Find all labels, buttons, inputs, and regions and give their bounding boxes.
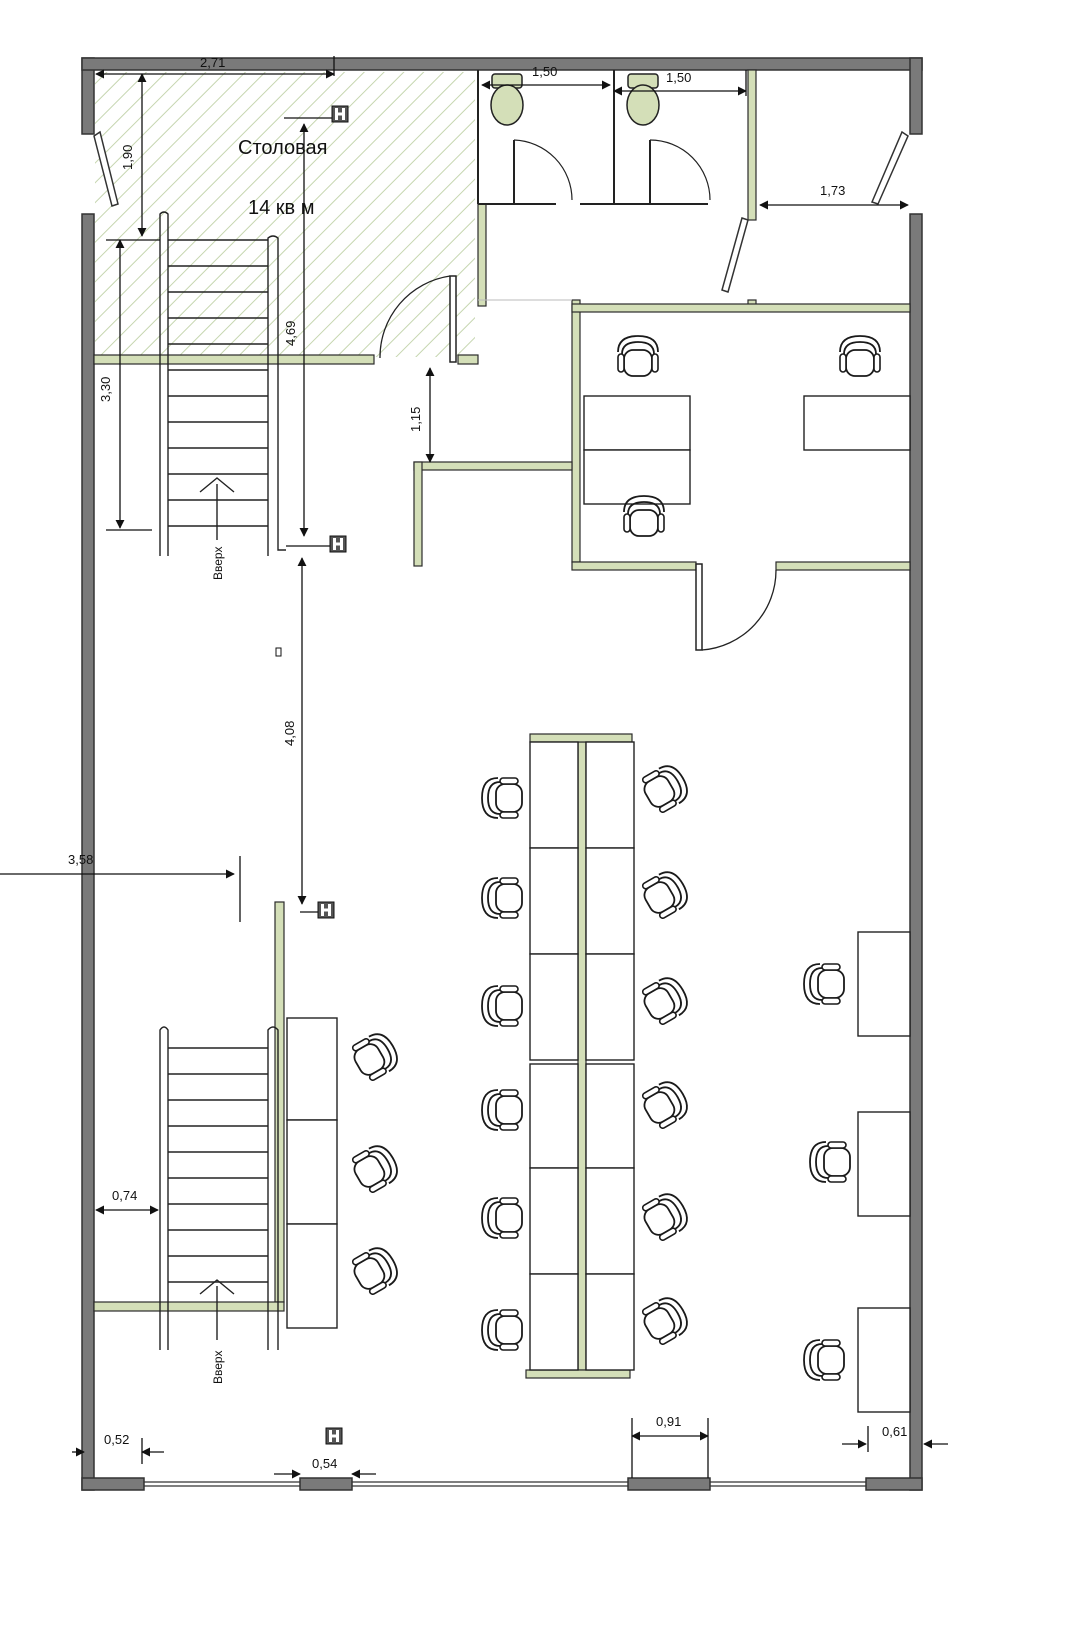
central-chair-l3 [481,985,523,1027]
dining-room-name: Столовая [238,137,327,159]
dim-0-61: 0,61 [882,1424,907,1439]
office-chair-1 [617,335,659,377]
dim-1-50-a: 1,50 [532,64,557,79]
dim-1-73: 1,73 [820,183,845,198]
central-chair-r6 [637,1291,694,1349]
dim-1-15: 1,15 [408,407,423,432]
toilet-2 [626,73,660,126]
toilet-1 [490,73,524,126]
office-door[interactable] [695,563,777,651]
outer-walls [81,57,923,1491]
central-chair-l2 [481,877,523,919]
central-chair-r4 [637,1075,694,1133]
dining-room-floor [95,72,475,357]
dim-0-91: 0,91 [656,1414,681,1429]
central-chair-l4 [481,1089,523,1131]
office-chair-2 [839,335,881,377]
rightwall-chair-1 [803,963,845,1005]
central-chair-l5 [481,1197,523,1239]
stair-lower-up-label: Вверх [211,1351,225,1384]
dimension-lines [0,56,948,1479]
left-entrance-door[interactable] [93,130,119,207]
central-chair-r5 [637,1187,694,1245]
dining-room-area: 14 кв м [248,197,314,219]
central-desks [529,741,635,1371]
stair-upper-up-label: Вверх [211,547,225,580]
level-marker-1 [284,105,349,123]
rightwall-desks [857,931,911,1413]
bottom-windows [144,1481,866,1487]
rightwall-chair-3 [803,1339,845,1381]
dim-4-69: 4,69 [283,321,298,346]
right-entrance-door[interactable] [870,130,909,205]
rightwall-chair-2 [809,1141,851,1183]
central-chair-r3 [637,971,694,1029]
dim-2-71: 2,71 [200,55,225,70]
dim-3-58: 3,58 [68,852,93,867]
dim-1-50-b: 1,50 [666,70,691,85]
stairside-chair-2 [347,1139,404,1197]
small-marker [275,647,282,657]
stairside-chair-1 [347,1027,404,1085]
stair-upper [159,211,286,556]
central-chair-r1 [637,759,694,817]
dim-1-90: 1,90 [120,145,135,170]
dim-0-52: 0,52 [104,1432,129,1447]
dim-0-74: 0,74 [112,1188,137,1203]
wc-stalls [477,70,711,301]
dim-3-30: 3,30 [98,377,113,402]
vestibule-door[interactable] [721,217,749,293]
central-chair-l1 [481,777,523,819]
level-marker-4 [325,1427,343,1445]
stairside-chair-3 [347,1241,404,1299]
office-desks [583,395,911,505]
stair-lower [159,1026,279,1350]
dim-0-54: 0,54 [312,1456,337,1471]
level-marker-2 [286,535,347,553]
central-chair-l6 [481,1309,523,1351]
level-marker-3 [300,901,335,919]
dining-door[interactable] [379,275,457,363]
stairside-desks [286,1017,338,1329]
central-chair-r2 [637,865,694,923]
dim-4-08: 4,08 [282,721,297,746]
